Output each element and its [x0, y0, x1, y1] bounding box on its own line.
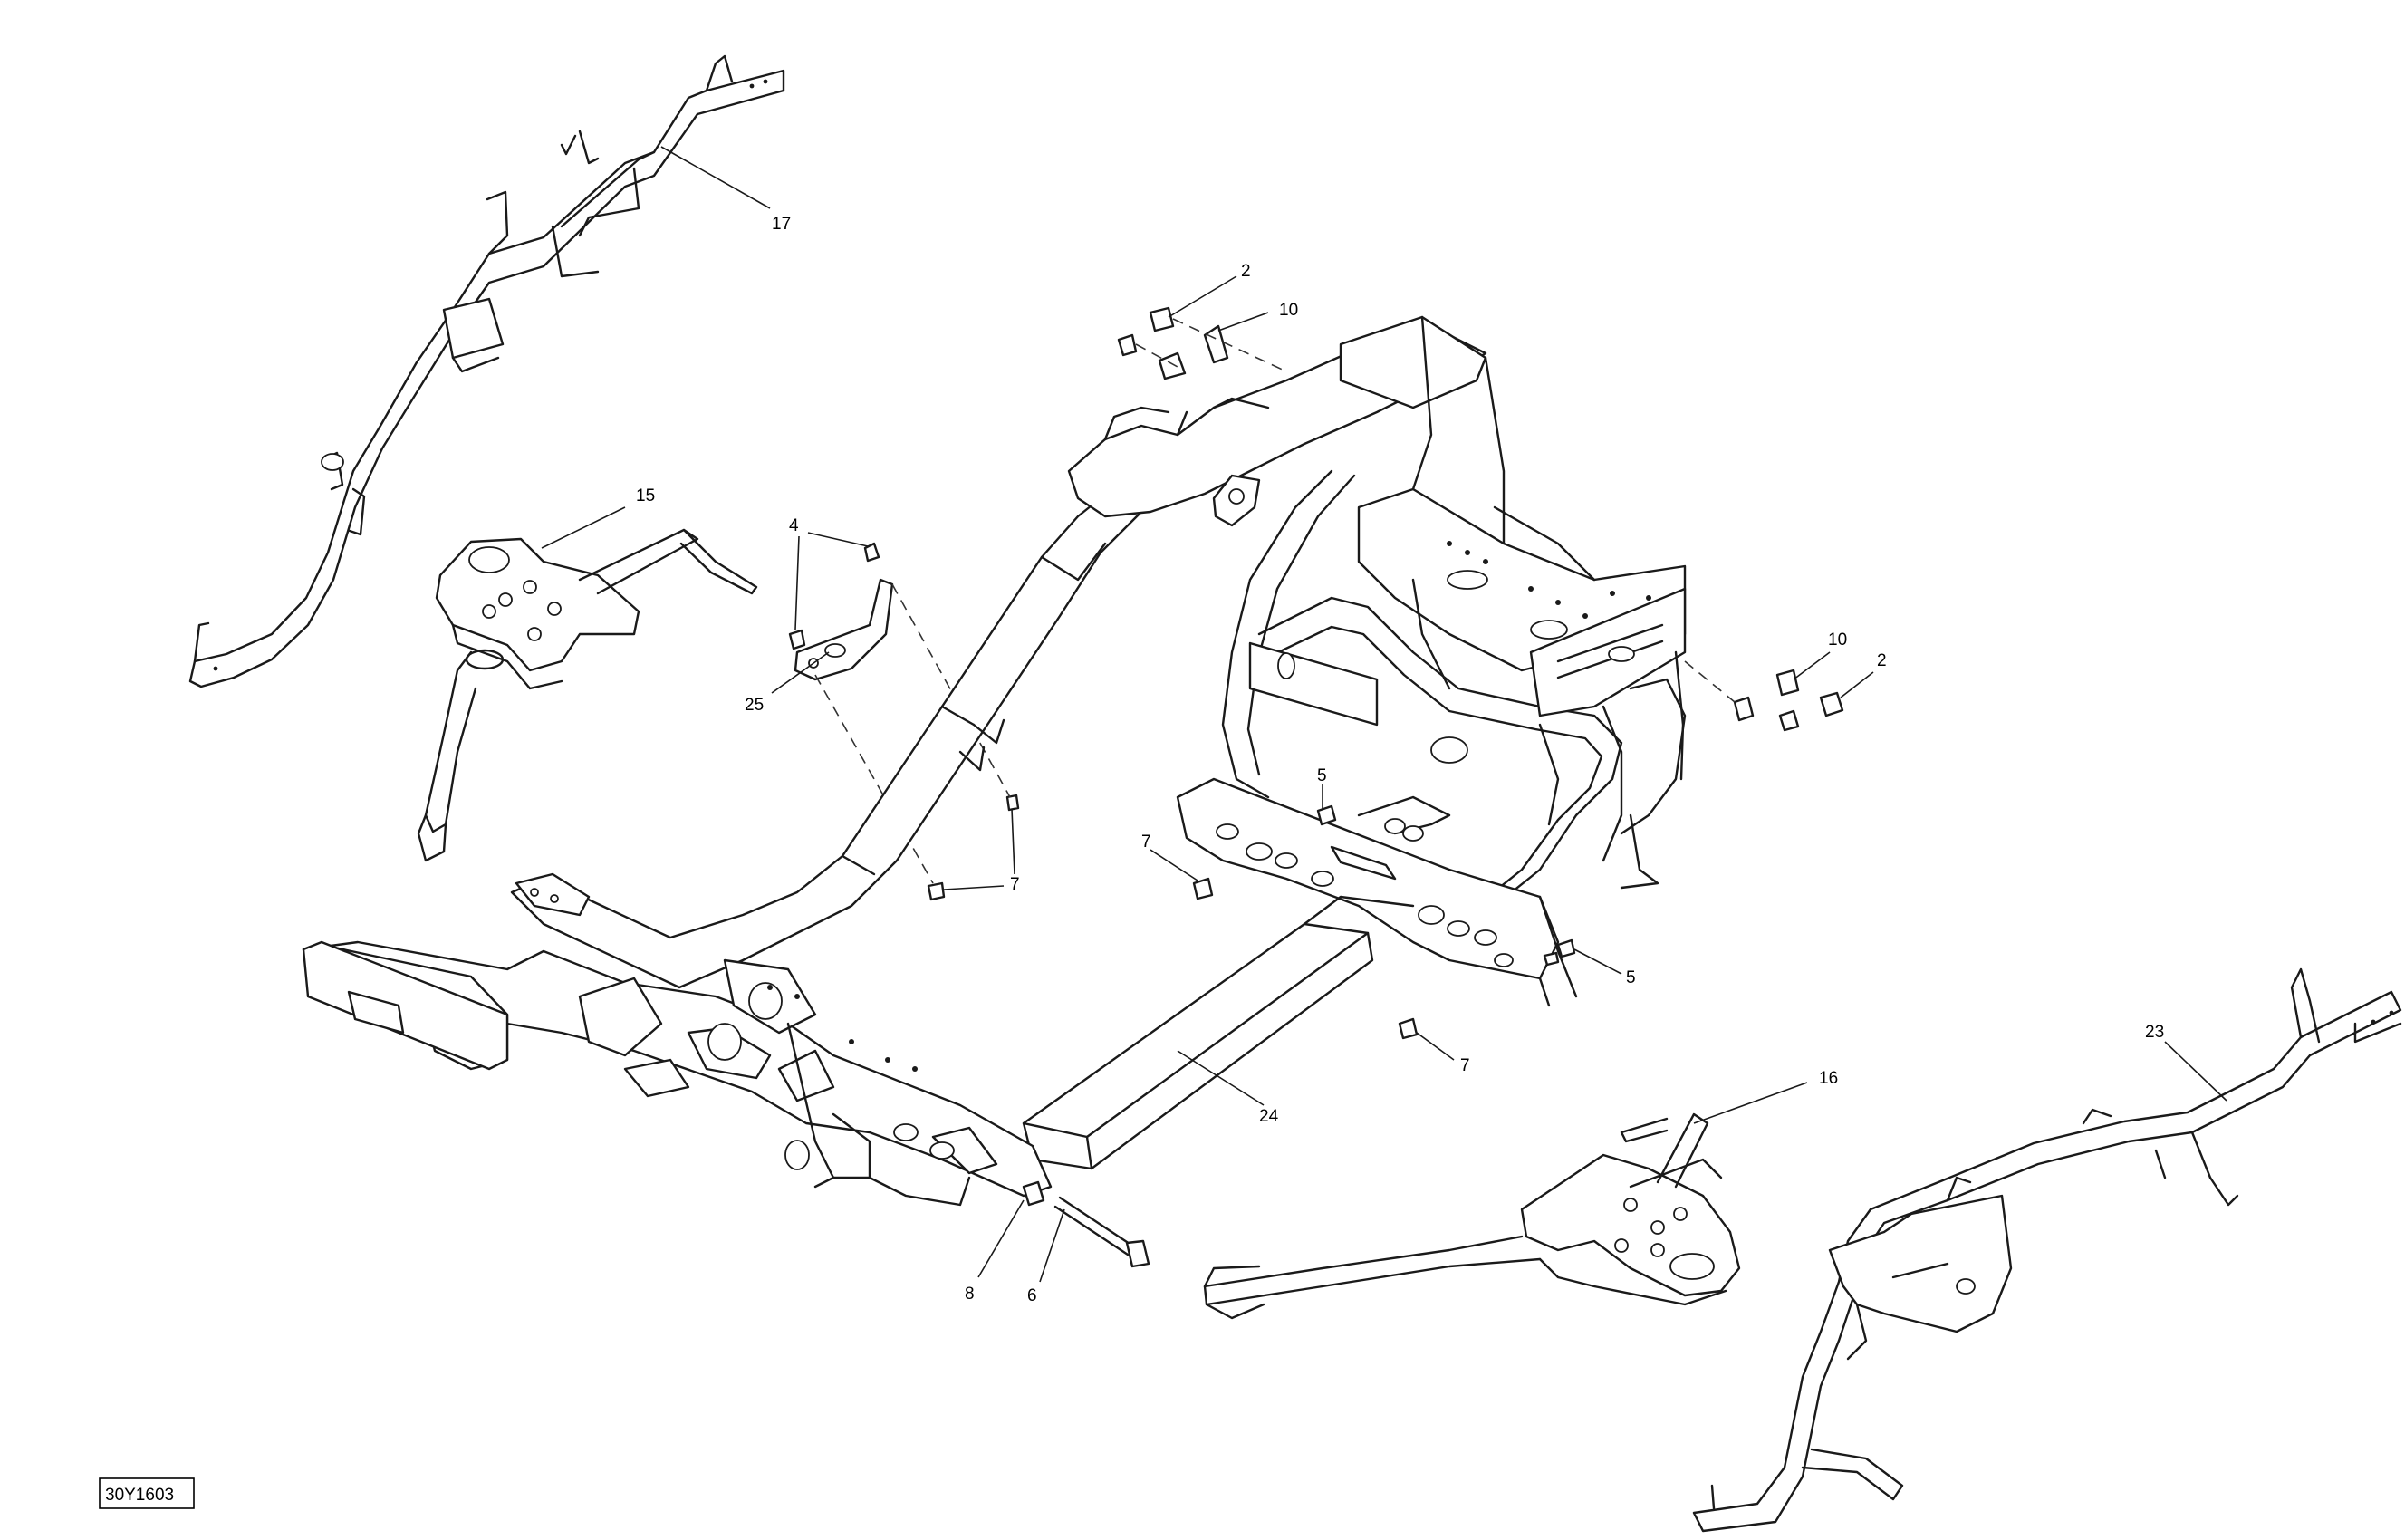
leader-24 — [1177, 1050, 1265, 1106]
part-25-bracket — [788, 542, 894, 681]
leader-7-mid — [943, 885, 1005, 890]
fasteners-6-8 — [1022, 1180, 1150, 1268]
fasteners-2-10-right — [1733, 669, 1844, 732]
leader-2-upper — [1168, 275, 1237, 318]
part-15-footrest-bracket — [417, 528, 758, 862]
callout-2-upper: 2 — [1241, 262, 1251, 281]
callout-5-right: 5 — [1626, 968, 1636, 987]
leader-25 — [771, 651, 830, 694]
callout-8: 8 — [965, 1285, 975, 1304]
leader-8 — [977, 1199, 1025, 1278]
callout-7-mid: 7 — [1010, 875, 1020, 894]
callout-10-upper: 10 — [1279, 301, 1298, 320]
assembly-line-25-b — [891, 583, 1011, 798]
leader-7-mid-b — [1011, 808, 1015, 875]
leader-15 — [541, 506, 626, 549]
fastener-7-lower-left — [927, 794, 1020, 901]
callout-7-upper: 7 — [1141, 833, 1151, 852]
callout-17: 17 — [772, 215, 791, 234]
assembly-line-2-right — [1684, 660, 1736, 703]
part-17-side-tube — [188, 54, 785, 688]
leader-10-right — [1793, 651, 1831, 680]
assembly-line-2-upper-a — [1172, 318, 1287, 372]
leader-4b — [794, 535, 800, 630]
leader-5-right — [1573, 948, 1622, 975]
callout-7-right: 7 — [1460, 1056, 1470, 1075]
fasteners-5-7-right — [1192, 804, 1576, 1040]
callout-4: 4 — [789, 516, 799, 535]
callout-23: 23 — [2145, 1023, 2164, 1042]
reference-code: 30Y1603 — [105, 1486, 174, 1505]
leader-4a — [807, 532, 869, 547]
callout-16: 16 — [1819, 1069, 1838, 1088]
callout-6: 6 — [1027, 1286, 1037, 1305]
leader-7-upper — [1150, 849, 1198, 881]
callout-2-right: 2 — [1877, 651, 1887, 670]
reference-code-box — [99, 1477, 195, 1509]
assembly-line-25-a — [814, 674, 934, 884]
leader-7-right — [1416, 1032, 1455, 1061]
leader-10-upper — [1217, 312, 1269, 332]
part-24-main-frame — [302, 315, 1687, 1207]
callout-15: 15 — [636, 486, 655, 505]
callout-5-upper: 5 — [1317, 766, 1327, 785]
part-16-footrest-bracket — [1203, 1112, 1741, 1320]
callout-25: 25 — [745, 696, 764, 715]
leader-17 — [660, 146, 771, 209]
part-23-side-tube — [1692, 967, 2402, 1533]
leader-6 — [1039, 1208, 1065, 1283]
leader-2-right — [1840, 671, 1874, 698]
callout-10-right: 10 — [1828, 630, 1847, 650]
fasteners-2-10-upper — [1117, 306, 1229, 380]
leader-23 — [2164, 1041, 2227, 1102]
assembly-line-2-upper-b — [1135, 343, 1178, 368]
leader-16 — [1693, 1082, 1808, 1124]
callout-24: 24 — [1259, 1107, 1279, 1126]
